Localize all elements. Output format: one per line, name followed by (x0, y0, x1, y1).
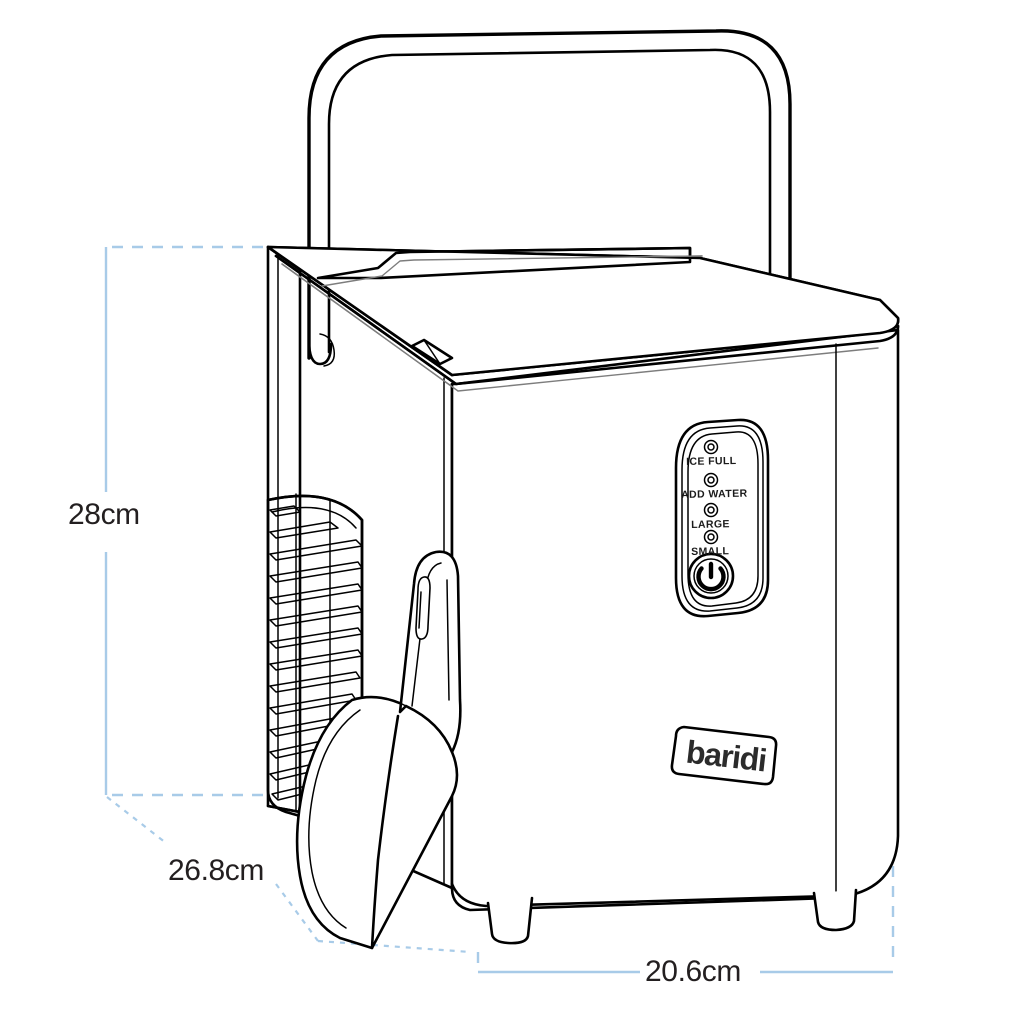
led-indicator-icon (703, 439, 719, 455)
indicator-label-large: LARGE (691, 518, 730, 531)
control-panel[interactable] (674, 418, 770, 618)
brand-logo (670, 725, 778, 786)
depth-dimension-label: 26.8cm (168, 854, 264, 887)
rubber-feet (486, 888, 858, 945)
ice-scoop (295, 550, 462, 950)
indicator-label-small: SMALL (691, 545, 730, 558)
depth-dimension (106, 796, 471, 954)
led-indicator-icon (703, 472, 719, 488)
indicator-label-ice-full: ICE FULL (686, 454, 737, 468)
width-dimension (476, 866, 895, 974)
dimension-lines (104, 245, 895, 974)
height-dimension (104, 245, 300, 797)
led-indicator-icon (703, 502, 719, 518)
height-dimension-label: 28cm (68, 498, 140, 531)
indicator-label-add-water: ADD WATER (681, 487, 748, 501)
power-button[interactable] (687, 552, 735, 600)
ice-maker-body (266, 245, 900, 912)
width-dimension-label: 20.6cm (645, 955, 741, 988)
led-indicator-icon (703, 529, 719, 545)
